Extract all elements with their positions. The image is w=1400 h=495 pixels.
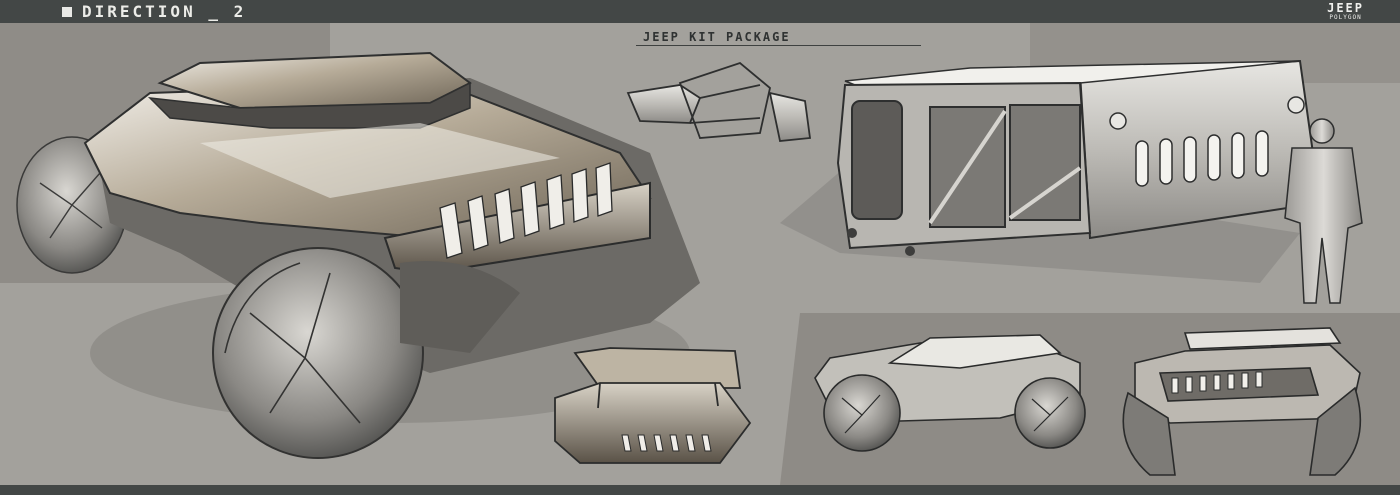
pod-vent-slots	[1135, 130, 1269, 187]
title-square-icon	[62, 6, 72, 17]
bottom-bar	[0, 485, 1400, 495]
main-front-fender	[400, 261, 520, 353]
kit-package-rule	[636, 45, 921, 46]
top-bar	[0, 0, 1400, 23]
bumper-module-sketch	[554, 347, 752, 464]
main-vehicle-grille	[439, 162, 613, 259]
pod-cage-struts	[928, 109, 1082, 225]
variant-front-view	[1122, 327, 1362, 476]
scale-figure	[1284, 118, 1363, 304]
pod-window	[851, 100, 903, 220]
main-vehicle-hood-highlight	[200, 123, 560, 198]
main-front-wheel	[212, 247, 424, 459]
pod-porthole-right	[1287, 96, 1305, 114]
pod-casters	[847, 228, 915, 256]
title-text: DIRECTION _ 2	[82, 2, 247, 21]
kit-package-label: JEEP KIT PACKAGE	[643, 30, 791, 44]
brand-sub-text: POLYGON	[1329, 14, 1362, 21]
board-title: DIRECTION _ 2	[62, 2, 246, 21]
brand-main-text: JEEP	[1327, 1, 1364, 15]
main-rear-wheel-spokes	[39, 172, 103, 239]
pod-cage-right	[1009, 104, 1081, 221]
kit-door-frame	[626, 61, 812, 142]
main-vehicle-windshield	[147, 81, 471, 129]
brand-logo: JEEP POLYGON	[1327, 2, 1364, 21]
main-front-wheel-spokes	[224, 262, 361, 424]
variant-side-view	[814, 334, 1086, 452]
sketch-artwork	[0, 23, 1400, 485]
pod-body-rear	[1078, 59, 1322, 240]
pod-porthole-left	[1109, 112, 1127, 130]
